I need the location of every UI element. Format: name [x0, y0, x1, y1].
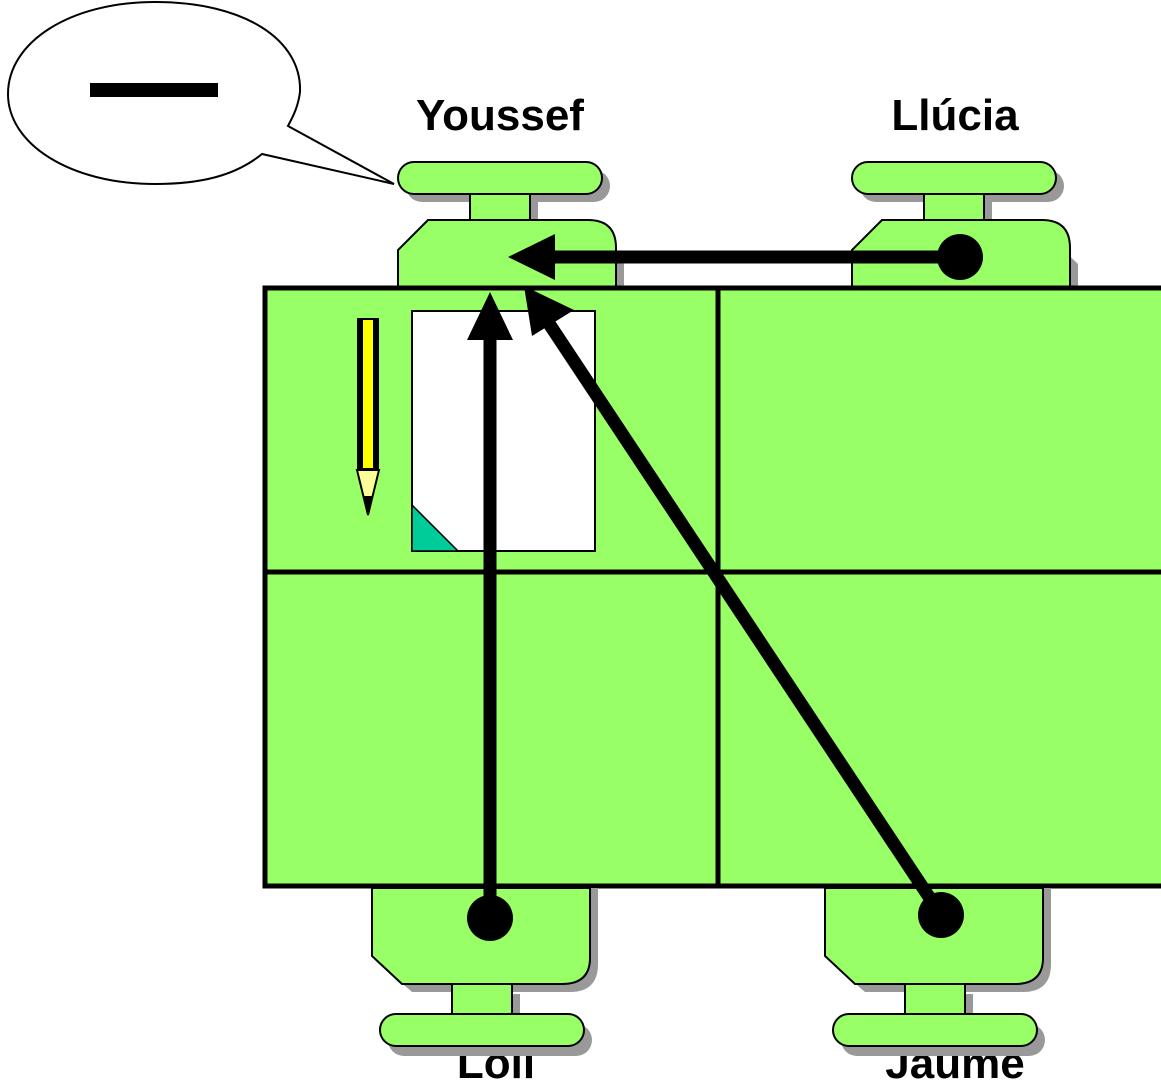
speech-bubble: [6, 0, 395, 186]
pencil-icon: [355, 318, 381, 516]
dash-glyph: [90, 83, 218, 97]
name-label-llucia: Llúcia: [891, 91, 1019, 140]
arrow-llucia-to-youssef: [508, 234, 983, 280]
arrow-jaume-to-youssef: [524, 286, 964, 938]
name-label-youssef: Youssef: [416, 91, 584, 140]
table: [262, 285, 1161, 889]
arrow-loli-to-youssef: [467, 292, 513, 941]
